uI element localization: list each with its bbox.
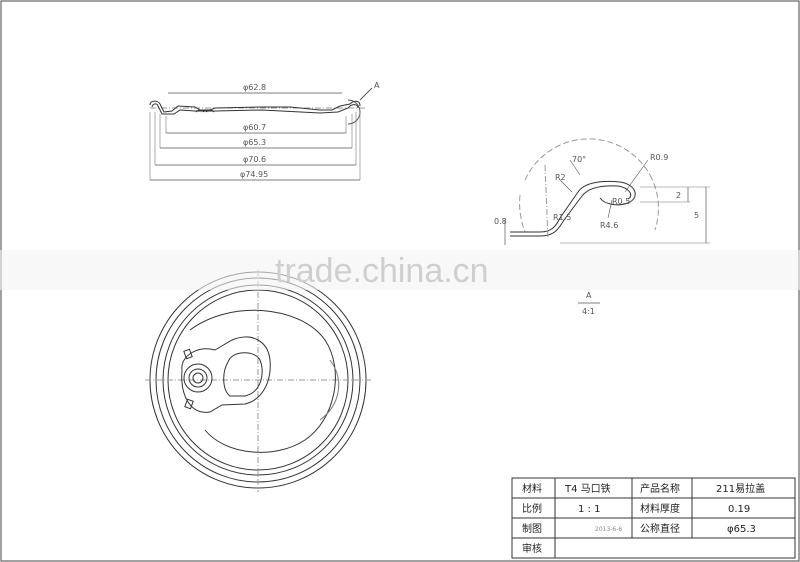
tb-value-nominal-diameter: φ65.3 [727,524,756,535]
detail-caption-letter: A [586,291,592,300]
detail-callout-letter: A [374,81,380,90]
tb-value-material: T4 马口铁 [564,482,611,495]
tb-label-thickness: 材料厚度 [640,502,680,515]
detail-r1-5: R1.5 [553,213,571,222]
tb-value-thickness: 0.19 [728,504,750,515]
dim-phi62-8: φ62.8 [243,83,266,92]
tb-value-product-name: 211易拉盖 [716,482,765,495]
tb-label-scale: 比例 [522,502,542,515]
watermark: trade.china.cn [0,250,800,290]
detail-dim-5: 5 [694,211,699,220]
dim-phi65-3: φ65.3 [243,138,266,147]
title-block [511,477,796,559]
dim-phi60-7: φ60.7 [243,123,266,132]
detail-caption-scale: 4:1 [582,307,595,316]
tb-value-date: 2013-6-6 [595,526,622,533]
tb-label-nominal-diameter: 公称直径 [640,522,680,535]
detail-r4-6: R4.6 [600,221,618,230]
detail-angle-70: 70° [572,155,586,164]
detail-r2: R2 [555,173,566,182]
detail-view [504,138,710,245]
tb-label-drafted: 制图 [522,522,542,535]
dim-phi74-95: φ74.95 [240,170,268,179]
detail-r0-9: R0.9 [650,153,668,162]
section-view [149,87,373,181]
tb-label-reviewed: 审核 [522,542,542,555]
tb-value-scale: 1 : 1 [578,504,600,515]
plan-view [145,270,372,492]
detail-r0-5: R0.5 [612,197,630,206]
dim-phi70-6: φ70.6 [243,155,266,164]
watermark-text: trade.china.cn [275,252,489,290]
tb-label-material: 材料 [522,482,542,495]
tb-label-product-name: 产品名称 [640,482,680,495]
detail-dim-0-8: 0.8 [494,217,507,226]
detail-dim-2: 2 [676,191,681,200]
